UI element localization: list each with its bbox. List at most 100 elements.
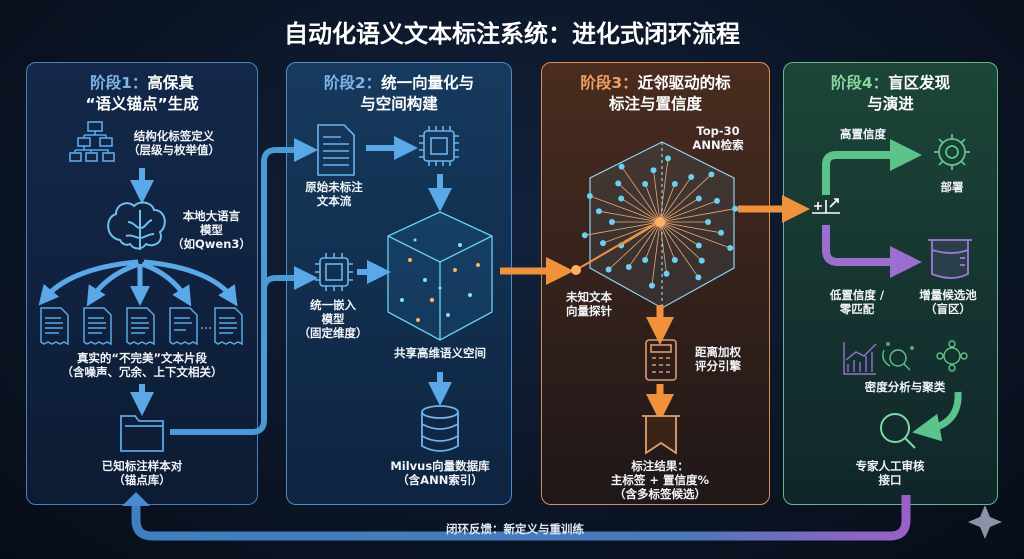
neighbor-point: [648, 282, 655, 289]
neighbor-ray: [598, 210, 661, 223]
neighbor-ray: [659, 221, 703, 261]
neighbor-ray: [659, 200, 718, 223]
neighbor-point: [609, 219, 615, 225]
embedding-model-label: 统一嵌入模型（固定维度）: [298, 298, 368, 340]
stage4-panel: 阶段4：盲区发现与演进: [783, 62, 998, 505]
neighbor-ray: [659, 221, 700, 246]
sparkle-icon: [968, 505, 1002, 539]
magnifier-icon: [880, 413, 916, 449]
folder-icon: [120, 415, 164, 452]
neighbor-ray: [659, 221, 676, 261]
neighbor-ray: [659, 208, 736, 223]
neighbor-point: [625, 264, 632, 271]
neighbor-ray: [653, 170, 661, 223]
vector-db-label: Milvus向量数据库（含ANN索引）: [390, 459, 490, 487]
neighbor-point: [727, 245, 734, 252]
neighbor-point: [698, 257, 705, 264]
neighbor-point: [605, 266, 612, 273]
cluster-analysis-label: 密度分析与聚类: [864, 380, 946, 394]
neighbor-ray: [584, 221, 661, 236]
fan-arrows: [38, 259, 238, 307]
neighbor-ray: [644, 221, 661, 261]
branch-icon: [812, 198, 840, 214]
probe-label: 未知文本向量探针: [566, 290, 612, 318]
neighbor-point: [595, 208, 602, 215]
deploy-label: 部署: [940, 180, 964, 194]
neighbor-point: [695, 274, 702, 281]
neighbor-point: [642, 257, 649, 264]
bookmark-icon: [642, 415, 680, 455]
feedback-loop-arrow: [131, 495, 911, 541]
stage4-title: 阶段4：盲区发现与演进: [830, 74, 951, 113]
ann-search-cube: [581, 141, 739, 309]
neighbor-point: [615, 180, 622, 187]
neighbor-point: [714, 197, 721, 204]
neighbor-point: [708, 171, 715, 178]
neighbor-point: [695, 242, 702, 249]
stage2-panel: 阶段2：统一向量化与与空间构建: [286, 62, 512, 505]
embedding-cube: [387, 211, 493, 341]
neighbor-ray: [659, 176, 692, 223]
scoring-engine-label: 距离加权评分引擎: [695, 345, 741, 373]
neighbor-ray: [659, 221, 731, 249]
neighbor-point: [671, 180, 678, 187]
neighbor-point: [618, 163, 625, 170]
neighbor-ray: [644, 183, 661, 223]
candidate-pool-label: 增量候选池（盲区）: [919, 288, 977, 316]
high-confidence-label: 高置信度: [840, 127, 886, 141]
high-confidence-arrow: [822, 139, 922, 195]
hierarchy-icon: [69, 121, 115, 162]
probe-dot: [571, 265, 581, 275]
beaker-icon: [928, 239, 972, 279]
llm-label: 本地大语言模型（如Qwen3）: [172, 209, 251, 251]
stage3-title: 阶段3：近邻驱动的标标注与置信度: [580, 74, 731, 113]
feedback-label: 闭环反馈：新定义与重训练: [446, 522, 584, 536]
cluster-search-icon: [882, 342, 914, 371]
curved-arrow: [912, 391, 962, 442]
chart-icon: [843, 342, 877, 375]
document-icon: [317, 124, 355, 176]
neighbor-ray: [620, 198, 661, 223]
brain-icon: [107, 201, 166, 250]
neighbor-ray: [621, 166, 661, 223]
stage2-title: 阶段2：统一向量化与与空间构建: [323, 74, 475, 113]
schema-label: 结构化标签定义（层级与枚举值）: [128, 129, 220, 157]
annotation-result-label: 标注结果：主标签 + 置信度%（含多标签候选）: [610, 459, 710, 501]
neighbor-ray: [659, 183, 676, 223]
neighbor-point: [618, 195, 625, 202]
feedback-arrowhead: [122, 492, 150, 506]
chip-icon: [315, 253, 353, 291]
neighbor-ray: [628, 221, 661, 268]
neighbor-point: [586, 192, 593, 199]
neighbor-point: [705, 219, 711, 225]
neighbor-point: [671, 257, 678, 264]
anchor-library-label: 已知标注样本对（锚点库）: [101, 459, 183, 487]
expert-review-label: 专家人工审核接口: [855, 459, 925, 487]
neighbor-point: [642, 180, 649, 187]
neighbor-point: [663, 270, 670, 277]
neighbor-point: [665, 155, 672, 162]
semantic-space-label: 共享高维语义空间: [394, 346, 486, 360]
low-confidence-arrow: [822, 225, 922, 278]
raw-stream-label: 原始未标注文本流: [305, 180, 363, 208]
neighbor-point: [599, 240, 606, 247]
neighbor-point: [581, 232, 588, 239]
neighbor-ray: [659, 221, 722, 234]
connector-arrows: [170, 138, 318, 435]
neighbor-ray: [651, 221, 661, 286]
stage1-title: 阶段1：高保真“语义锚点”生成: [85, 74, 199, 113]
low-confidence-label: 低置信度 /零匹配: [829, 288, 885, 316]
neighbor-point: [650, 167, 657, 174]
neighbor-point: [718, 229, 725, 236]
calculator-icon: [645, 339, 677, 381]
neighbor-ray: [589, 195, 661, 223]
chip-icon: [419, 126, 459, 166]
neighbor-ray: [659, 158, 669, 223]
database-icon: [421, 405, 459, 452]
network-icon: [936, 340, 968, 372]
text-snippet-icons: [40, 307, 243, 346]
gear-icon: [934, 134, 970, 170]
neighbor-ray: [659, 221, 667, 274]
